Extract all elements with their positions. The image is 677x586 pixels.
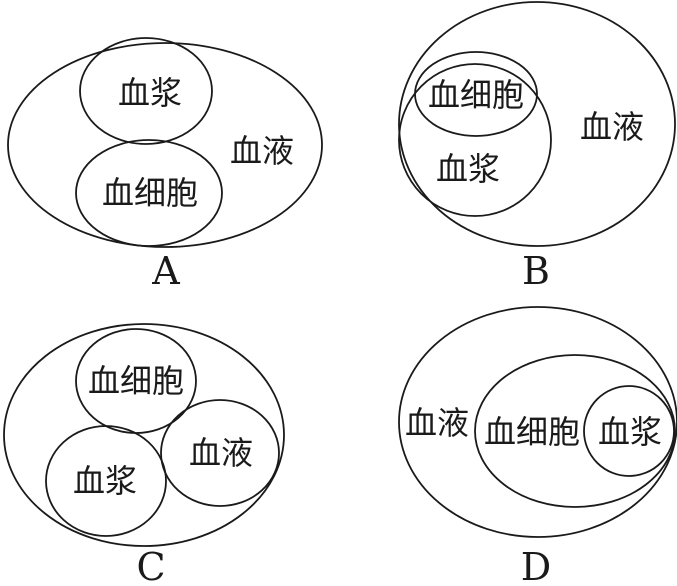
diagram-a-outer-ellipse <box>7 42 323 248</box>
diagram-c-left-circle <box>45 425 167 537</box>
diagram-a-label-plasma: 血浆 <box>118 74 182 112</box>
diagram-a-label-blood: 血液 <box>230 132 294 170</box>
diagram-d-inner-ellipse <box>583 385 675 477</box>
diagram-d-label-blood-cells: 血细胞 <box>484 413 580 451</box>
diagram-d-label-plasma: 血浆 <box>598 413 662 451</box>
diagram-c-label-blood: 血液 <box>189 434 253 472</box>
diagram-b-outer-ellipse <box>398 1 676 247</box>
diagram-b: 血细胞 血浆 血液 B <box>398 1 676 293</box>
diagram-b-middle-ellipse <box>398 63 552 217</box>
diagram-d-letter: D <box>521 545 551 586</box>
diagram-c: 血细胞 血液 血浆 C <box>3 323 285 586</box>
diagram-a-letter: A <box>151 249 180 293</box>
diagram-c-outer-ellipse <box>3 323 285 547</box>
diagram-d: 血液 血细胞 血浆 D <box>398 306 677 586</box>
diagram-d-label-blood: 血液 <box>405 404 469 442</box>
diagram-b-inner-ellipse <box>414 51 538 137</box>
diagram-b-label-plasma: 血浆 <box>436 150 500 188</box>
diagram-a: 血浆 血细胞 血液 A <box>7 37 323 293</box>
diagram-d-middle-ellipse <box>474 354 676 508</box>
diagram-d-outer-ellipse <box>398 306 677 538</box>
diagram-b-label-blood-cells: 血细胞 <box>428 76 524 114</box>
diagram-c-label-blood-cells: 血细胞 <box>88 362 184 400</box>
diagram-b-letter: B <box>522 249 550 293</box>
diagram-b-label-blood: 血液 <box>580 108 644 146</box>
diagram-a-top-ellipse <box>79 37 213 145</box>
diagram-c-label-plasma: 血浆 <box>73 462 137 500</box>
diagram-c-letter: C <box>136 545 165 586</box>
diagram-a-label-blood-cells: 血细胞 <box>102 174 198 212</box>
diagram-c-right-circle <box>160 399 280 507</box>
diagram-a-bottom-ellipse <box>75 139 223 247</box>
